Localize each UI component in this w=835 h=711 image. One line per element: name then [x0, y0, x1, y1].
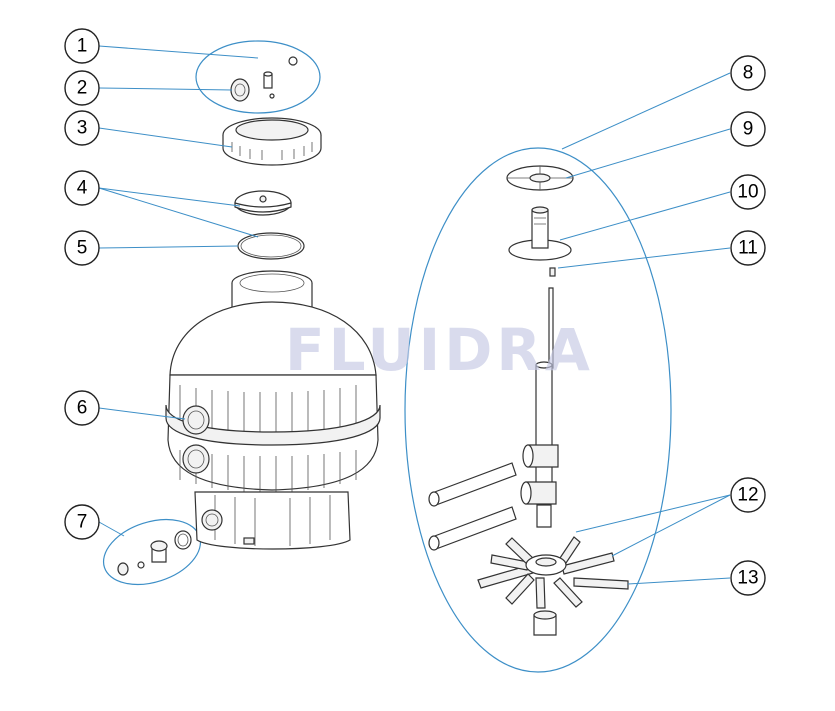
group-ellipse-1 — [195, 40, 321, 114]
part-o-ring — [237, 232, 305, 260]
callout-10: 10 — [730, 174, 766, 210]
part-drain-fittings — [230, 56, 298, 102]
callout-label: 4 — [77, 178, 88, 199]
callout-6: 6 — [64, 390, 100, 426]
callout-7: 7 — [64, 504, 100, 540]
callout-label: 5 — [77, 238, 88, 259]
callout-label: 13 — [737, 568, 758, 589]
callout-4: 4 — [64, 170, 100, 206]
callout-label: 2 — [77, 78, 88, 99]
watermark-text: FLUIDRA — [285, 316, 594, 384]
callout-label: 10 — [737, 182, 758, 203]
group-ellipse-8 — [404, 147, 672, 673]
callout-label: 1 — [77, 36, 88, 57]
leader-lines — [98, 45, 731, 585]
part-laterals-hub — [477, 536, 629, 636]
part-drain-assembly — [117, 530, 192, 576]
callout-5: 5 — [64, 230, 100, 266]
part-lid — [234, 190, 292, 216]
part-upper-collector — [508, 206, 572, 261]
callout-3: 3 — [64, 110, 100, 146]
callout-label: 7 — [77, 512, 88, 533]
callout-1: 1 — [64, 28, 100, 64]
callout-label: 8 — [743, 63, 754, 84]
callout-2: 2 — [64, 70, 100, 106]
callout-label: 6 — [77, 398, 88, 419]
callout-12: 12 — [730, 477, 766, 513]
part-locking-ring — [222, 117, 322, 166]
callout-9: 9 — [730, 111, 766, 147]
callout-label: 3 — [77, 118, 88, 139]
callout-11: 11 — [730, 230, 766, 266]
callout-label: 9 — [743, 119, 754, 140]
part-vent-nozzle — [549, 267, 556, 277]
callout-8: 8 — [730, 55, 766, 91]
part-diffuser — [506, 165, 574, 191]
callout-13: 13 — [730, 560, 766, 596]
part-filter-tank — [165, 270, 381, 550]
callout-label: 11 — [738, 238, 758, 259]
callout-label: 12 — [737, 485, 758, 506]
part-central-pipe — [428, 287, 559, 551]
